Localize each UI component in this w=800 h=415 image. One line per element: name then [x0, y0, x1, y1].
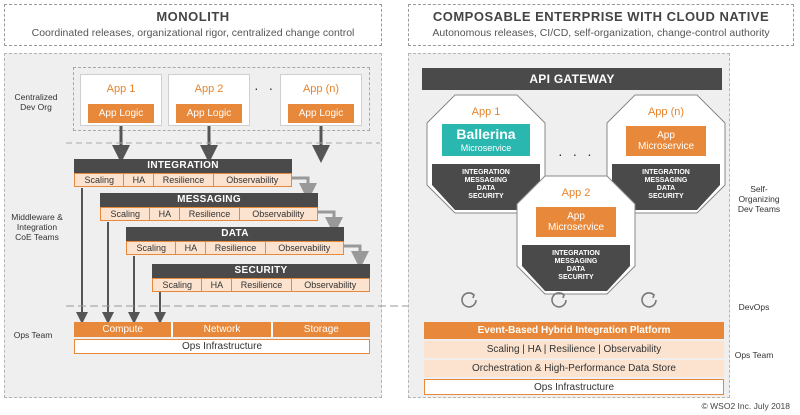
monolith-header: MONOLITH Coordinated releases, organizat… — [4, 4, 382, 46]
app-1-box: App 1 App Logic — [80, 74, 162, 126]
ballerina-box: Ballerina Microservice — [442, 124, 530, 156]
app-n-microservice-box: App Microservice — [626, 126, 706, 156]
cell-observability: Observability — [226, 175, 279, 185]
app-1-name: App 1 — [106, 83, 136, 95]
ops-storage: Storage — [272, 322, 370, 337]
app-2-microservice-box: App Microservice — [536, 207, 616, 237]
label-self-organizing: Self-Organizing Dev Teams — [737, 184, 781, 214]
ballerina-microservice: Microservice — [460, 143, 512, 153]
layer-messaging-head: MESSAGING — [100, 193, 318, 207]
api-gateway: API GATEWAY — [422, 68, 722, 90]
cell-scaling: Scaling — [127, 242, 177, 254]
ops-infrastructure-left: Ops Infrastructure — [74, 339, 370, 354]
cell-ha: HA — [124, 174, 155, 186]
service-app-n-name: App (n) — [647, 106, 685, 118]
layer-data-head: DATA — [126, 227, 344, 241]
cloud-native-title: COMPOSABLE ENTERPRISE WITH CLOUD NATIVE — [432, 9, 770, 24]
step-integration-messaging — [292, 176, 317, 201]
cell-resilience: Resilience — [180, 208, 240, 220]
layer-data-row: Scaling HA Resilience Observability — [126, 241, 344, 255]
ops-compute: Compute — [74, 322, 174, 337]
platform-orchestration-row: Orchestration & High-Performance Data St… — [424, 360, 724, 377]
step-messaging-data — [318, 210, 343, 235]
service-app-1-name: App 1 — [471, 106, 501, 118]
app-n-name: App (n) — [302, 83, 340, 95]
service-app-2-name: App 2 — [561, 187, 591, 199]
label-ops-team-right: Ops Team — [734, 350, 774, 360]
layer-integration-row: Scaling HA Resilience Observability — [74, 173, 292, 187]
label-ops-team-left: Ops Team — [13, 330, 53, 340]
copyright-footer: © WSO2 Inc. July 2018 — [701, 401, 790, 411]
ops-resources-row: Compute Network Storage — [74, 322, 370, 337]
octagon-app-1-base — [432, 164, 540, 210]
refresh-icon — [641, 292, 657, 308]
cell-ha: HA — [202, 279, 233, 291]
app-2-name: App 2 — [194, 83, 224, 95]
app-n-box: App (n) App Logic — [280, 74, 362, 126]
app-n-capabilities: INTEGRATION MESSAGING DATA SECURITY — [642, 169, 690, 200]
label-centralized-dev-org: Centralized Dev Org — [14, 92, 58, 112]
cell-ha: HA — [176, 242, 207, 254]
platform-qualities-row: Scaling | HA | Resilience | Observabilit… — [424, 341, 724, 358]
monolith-title: MONOLITH — [156, 9, 230, 24]
ops-network: Network — [173, 322, 273, 337]
cell-observability: Observability — [304, 280, 357, 290]
step-data-security — [344, 244, 369, 269]
cell-scaling: Scaling — [153, 279, 203, 291]
app-n-logic: App Logic — [288, 104, 354, 123]
cloud-native-subtitle: Autonomous releases, CI/CD, self-organiz… — [432, 27, 770, 39]
monolith-subtitle: Coordinated releases, organizational rig… — [31, 27, 355, 39]
cell-scaling: Scaling — [101, 208, 151, 220]
cloud-native-header: COMPOSABLE ENTERPRISE WITH CLOUD NATIVE … — [408, 4, 794, 46]
label-middleware-teams: Middleware & Integration CoE Teams — [11, 212, 63, 242]
hybrid-integration-platform: Event-Based Hybrid Integration Platform — [424, 322, 724, 339]
cell-observability: Observability — [278, 243, 331, 253]
ballerina-logo: Ballerina — [456, 126, 516, 142]
services-ellipsis: · · · — [558, 146, 595, 162]
cell-observability: Observability — [252, 209, 305, 219]
cell-ha: HA — [150, 208, 181, 220]
layer-integration-head: INTEGRATION — [74, 159, 292, 173]
octagon-app-n-base — [612, 164, 720, 210]
app-2-logic: App Logic — [176, 104, 242, 123]
cell-resilience: Resilience — [232, 279, 292, 291]
layer-messaging-row: Scaling HA Resilience Observability — [100, 207, 318, 221]
refresh-icon — [551, 292, 567, 308]
cell-resilience: Resilience — [206, 242, 266, 254]
layer-security-head: SECURITY — [152, 264, 370, 278]
cell-resilience: Resilience — [154, 174, 214, 186]
refresh-icon — [461, 292, 477, 308]
apps-ellipsis: · · · — [254, 80, 291, 96]
app-2-capabilities: INTEGRATION MESSAGING DATA SECURITY — [552, 250, 600, 281]
label-devops: DevOps — [738, 302, 770, 312]
app-1-logic: App Logic — [88, 104, 154, 123]
ops-infrastructure-right: Ops Infrastructure — [424, 379, 724, 395]
app-2-box: App 2 App Logic — [168, 74, 250, 126]
layer-security-row: Scaling HA Resilience Observability — [152, 278, 370, 292]
app-1-capabilities: INTEGRATION MESSAGING DATA SECURITY — [462, 169, 510, 200]
cell-scaling: Scaling — [75, 174, 125, 186]
octagon-app-2-base — [522, 245, 630, 291]
apps-container — [73, 67, 370, 131]
